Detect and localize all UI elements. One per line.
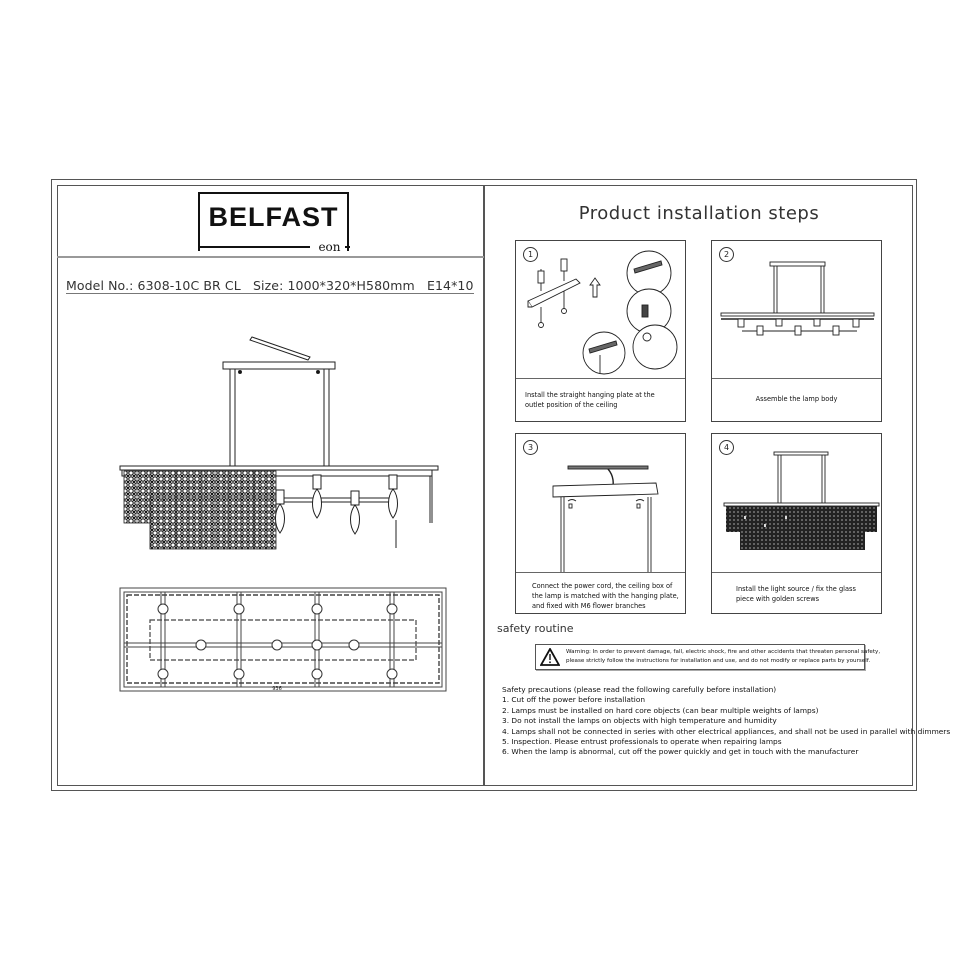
precaution-item: 3. Do not install the lamps on objects w… [502, 716, 777, 726]
brand-name: BELFAST [208, 202, 339, 232]
model-spec-line: Model No.: 6308-10C BR CL Size: 1000*320… [66, 278, 474, 294]
step-number: 1 [523, 247, 538, 262]
step-4-panel: 4 Install the light source / fix the gla… [711, 433, 882, 614]
step-3-illustration [552, 465, 659, 572]
safety-heading: safety routine [497, 622, 574, 635]
inner-frame [57, 185, 913, 786]
step-1-illustration [527, 250, 678, 375]
header-divider [57, 256, 484, 258]
step-1-caption: Install the straight hanging plate at th… [525, 391, 655, 409]
precaution-item: 5. Inspection. Please entrust profession… [502, 737, 782, 747]
step-number: 4 [719, 440, 734, 455]
warning-text-line-2: please strictly follow the instructions … [566, 658, 871, 664]
step-2-caption: Assemble the lamp body [755, 395, 838, 403]
brand-logo: BELFAST eon [197, 192, 350, 254]
outer-frame [51, 179, 917, 791]
step-4-caption: Install the light source / fix the glass… [736, 585, 856, 603]
step-1-panel: 1 Install the straight hanging plate at … [515, 240, 686, 422]
column-divider [483, 185, 485, 786]
brand-sub: eon [318, 240, 341, 254]
plan-view-drawing: 936 [119, 587, 447, 692]
warning-text-line-1: Warning: In order to prevent damage, fal… [566, 649, 881, 655]
step-2-panel: 2 Assemble the lamp body [711, 240, 882, 422]
warning-triangle-icon [540, 648, 560, 666]
step-2-illustration [720, 261, 875, 336]
step-number: 2 [719, 247, 734, 262]
installation-title: Product installation steps [578, 203, 820, 224]
step-3-panel: 3 Connect the power cord, the ceiling bo… [515, 433, 686, 614]
svg-text:936: 936 [272, 686, 282, 692]
precaution-item: 6. When the lamp is abnormal, cut off th… [502, 747, 859, 757]
precaution-item: 1. Cut off the power before installation [502, 695, 646, 705]
step-number: 3 [523, 440, 538, 455]
precaution-item: 2. Lamps must be installed on hard core … [502, 705, 819, 715]
warning-box: Warning: In order to prevent damage, fal… [535, 644, 881, 670]
front-elevation-drawing [119, 336, 439, 550]
safety-precautions: Safety precautions (please read the foll… [502, 685, 950, 758]
step-4-illustration [723, 451, 880, 550]
step-3-caption: Connect the power cord, the ceiling box … [532, 582, 679, 610]
precautions-title: Safety precautions (please read the foll… [502, 685, 777, 694]
precaution-item: 4. Lamps shall not be connected in serie… [502, 726, 951, 736]
